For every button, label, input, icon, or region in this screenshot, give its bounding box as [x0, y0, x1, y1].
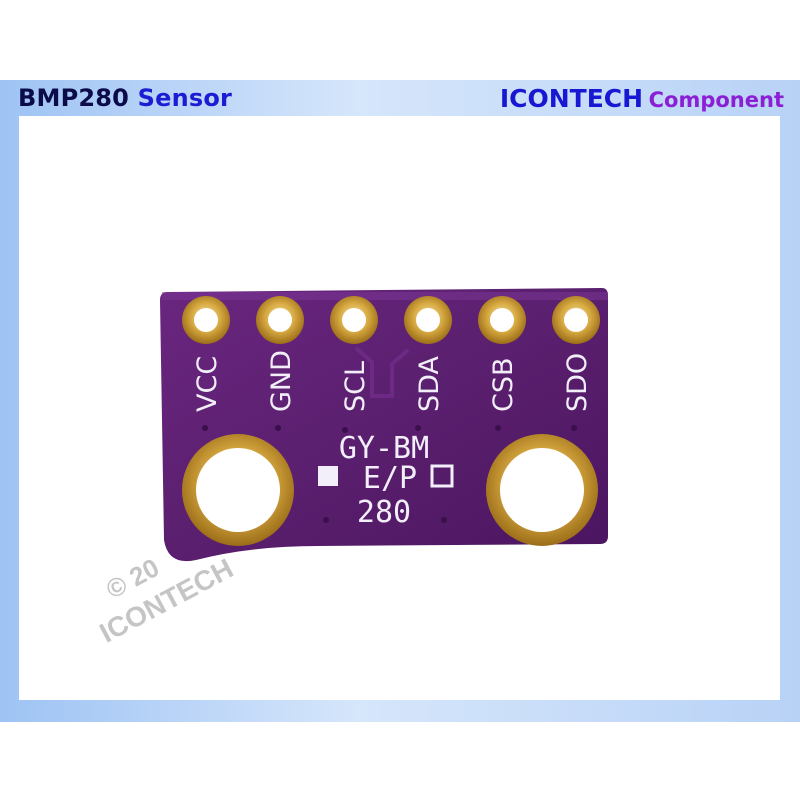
pcb-edge-highlight	[162, 292, 608, 300]
vias	[202, 425, 577, 523]
brand-title: ICONTECH Component	[500, 84, 784, 113]
pin-labels: VCC GND SCL SDA CSB SDO	[192, 350, 593, 412]
product-title: BMP280 Sensor	[18, 84, 232, 112]
pin-pad-vcc	[182, 296, 230, 344]
pin-pads	[182, 296, 600, 344]
mounting-hole-left	[182, 434, 294, 546]
brand-suffix: Component	[648, 88, 784, 112]
brand-name: ICONTECH	[499, 84, 644, 113]
pin-pad-sdo	[552, 296, 600, 344]
silkscreen-box-mark	[430, 464, 454, 488]
pin-pad-scl	[330, 296, 378, 344]
pin-label-scl: SCL	[340, 361, 371, 412]
product-type: Sensor	[137, 84, 233, 112]
pin-label-gnd: GND	[266, 350, 297, 412]
silkscreen-line1: GY-BM	[339, 431, 429, 466]
pin-label-csb: CSB	[488, 357, 519, 412]
pin-label-sdo: SDO	[562, 353, 593, 412]
pin-pad-sda	[404, 296, 452, 344]
pin-pad-gnd	[256, 296, 304, 344]
pcb-trace	[354, 346, 410, 398]
pin-pad-csb	[478, 296, 526, 344]
product-name: BMP280	[18, 84, 130, 112]
silkscreen-square-mark	[318, 466, 338, 486]
mounting-hole-right	[486, 434, 598, 546]
silkscreen-line3: 280	[357, 495, 411, 530]
pin-label-vcc: VCC	[192, 356, 223, 412]
silkscreen-line2: E/P	[363, 461, 417, 496]
pin-label-sda: SDA	[414, 356, 445, 412]
